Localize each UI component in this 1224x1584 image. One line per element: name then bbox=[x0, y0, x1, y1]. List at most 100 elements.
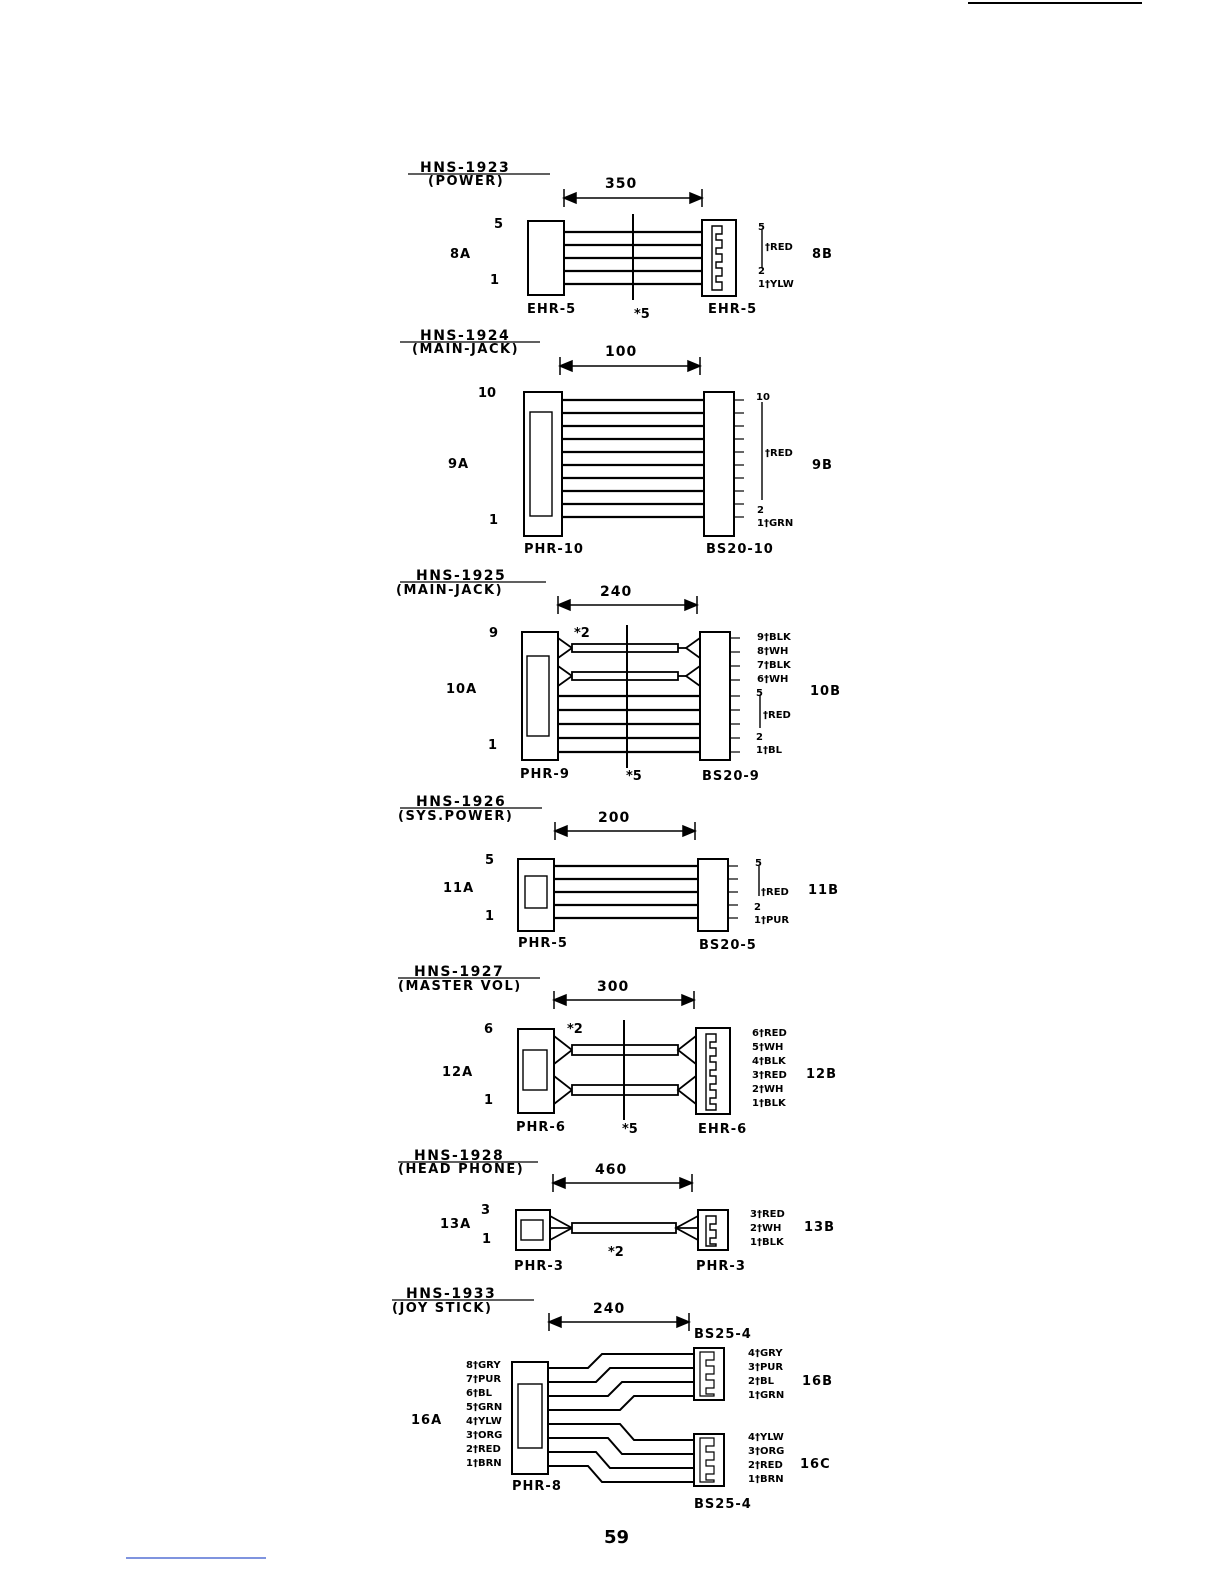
right-pin-label: 5†WH bbox=[752, 1042, 783, 1053]
harness-code: HNS-1927 bbox=[414, 964, 504, 980]
harness-code: HNS-1933 bbox=[406, 1286, 496, 1302]
harness-hns-1928: HNS-1928 (HEAD PHONE) 460 3 1 13A 3†RED … bbox=[398, 1148, 834, 1274]
harness-subtitle: (SYS.POWER) bbox=[398, 809, 513, 824]
right-connector-housing bbox=[695, 1027, 731, 1115]
right-pin-label: 4†GRY bbox=[748, 1348, 783, 1359]
harness-subtitle: (MAIN-JACK) bbox=[396, 583, 503, 598]
left-id: 16A bbox=[411, 1413, 442, 1428]
right-pin-label: 1†BL bbox=[756, 745, 783, 756]
harness-code: HNS-1928 bbox=[414, 1148, 504, 1164]
left-id: 13A bbox=[440, 1217, 471, 1232]
left-bottom-pin: 1 bbox=[490, 273, 499, 288]
length-label: 350 bbox=[605, 176, 637, 192]
right-connector-label: EHR-5 bbox=[708, 302, 757, 317]
left-pin-label: 3†ORG bbox=[466, 1430, 502, 1441]
right-connector-label: BS25-4 bbox=[694, 1327, 752, 1342]
dimension-arrow bbox=[552, 991, 696, 1009]
right-connector-label: BS20-5 bbox=[699, 938, 757, 953]
left-connector-label: PHR-10 bbox=[524, 542, 584, 557]
harness-hns-1923: HNS-1923 (POWER) 350 5 1 8A 5 †RED 2 1†Y… bbox=[408, 160, 833, 322]
right-connector-label: PHR-3 bbox=[696, 1259, 746, 1274]
left-connector-label: PHR-5 bbox=[518, 936, 568, 951]
right-connector-housing bbox=[697, 858, 729, 932]
left-connector-housing bbox=[517, 1028, 555, 1114]
left-top-pin: 10 bbox=[478, 386, 496, 401]
left-top-pin: 5 bbox=[485, 853, 494, 868]
length-label: 240 bbox=[593, 1301, 625, 1317]
left-pin-label: 1†BRN bbox=[466, 1458, 502, 1469]
right-pin-label: †RED bbox=[763, 710, 791, 721]
wires bbox=[558, 694, 700, 754]
right-pin-label: 2†WH bbox=[752, 1084, 783, 1095]
harness-hns-1927: HNS-1927 (MASTER VOL) 300 6 1 12A *2 6†R… bbox=[398, 964, 836, 1137]
right-pin-label: 1†GRN bbox=[748, 1390, 784, 1401]
right-pin-label: 3†RED bbox=[750, 1209, 785, 1220]
twisted-pairs bbox=[557, 637, 701, 687]
left-id: 9A bbox=[448, 457, 469, 472]
note-label: *2 bbox=[567, 1022, 583, 1037]
right-connector-label: EHR-6 bbox=[698, 1122, 747, 1137]
left-id: 8A bbox=[450, 247, 471, 262]
right-connector-housing bbox=[693, 1433, 725, 1487]
wires bbox=[548, 1353, 694, 1483]
left-bottom-pin: 1 bbox=[482, 1232, 491, 1247]
right-pin-label: †RED bbox=[765, 242, 793, 253]
right-pin-label: 7†BLK bbox=[757, 660, 792, 671]
right-pin-label: 2 bbox=[756, 732, 763, 743]
length-label: 300 bbox=[597, 979, 629, 995]
right-pin-label: 8†WH bbox=[757, 646, 788, 657]
left-bottom-pin: 1 bbox=[485, 909, 494, 924]
cable bbox=[549, 1215, 699, 1241]
right-pin-label: 5 bbox=[756, 688, 763, 699]
harness-hns-1926: HNS-1926 (SYS.POWER) 200 5 1 11A 5 †RED … bbox=[398, 794, 839, 953]
right-pin-label: 2†RED bbox=[748, 1460, 783, 1471]
right-id: 8B bbox=[812, 247, 833, 262]
right-pin-label: 1†BLK bbox=[750, 1237, 785, 1248]
right-pin-label: 4†YLW bbox=[748, 1432, 784, 1443]
right-pin-label: 1†BRN bbox=[748, 1474, 784, 1485]
right-pin-label: 5 bbox=[758, 222, 765, 233]
right-pin-label: 1†BLK bbox=[752, 1098, 787, 1109]
note-label: *5 bbox=[622, 1122, 638, 1137]
length-label: 240 bbox=[600, 584, 632, 600]
left-top-pin: 3 bbox=[481, 1203, 490, 1218]
left-connector-label: EHR-5 bbox=[527, 302, 576, 317]
dimension-arrow bbox=[558, 357, 702, 375]
right-pin-label: †RED bbox=[761, 887, 789, 898]
right-pin-label: 1†PUR bbox=[754, 915, 789, 926]
harness-subtitle: (MAIN-JACK) bbox=[412, 342, 519, 357]
right-pin-label: 2†WH bbox=[750, 1223, 781, 1234]
harness-hns-1933: HNS-1933 (JOY STICK) 240 BS25-4 8†GRY 7†… bbox=[392, 1286, 832, 1512]
right-id: 11B bbox=[808, 883, 839, 898]
note-label: *2 bbox=[608, 1245, 624, 1260]
left-bottom-pin: 1 bbox=[484, 1093, 493, 1108]
left-connector-label: PHR-9 bbox=[520, 767, 570, 782]
left-pin-label: 5†GRN bbox=[466, 1402, 502, 1413]
right-pin-label: 2 bbox=[758, 266, 765, 277]
harness-hns-1924: HNS-1924 (MAIN-JACK) 100 10 1 9A bbox=[400, 328, 832, 557]
harness-subtitle: (JOY STICK) bbox=[392, 1301, 492, 1316]
left-connector-label: PHR-8 bbox=[512, 1479, 562, 1494]
right-pin-label: 1†GRN bbox=[757, 518, 793, 529]
harness-code: HNS-1925 bbox=[416, 568, 506, 584]
harness-subtitle: (POWER) bbox=[428, 174, 504, 189]
left-pin-label: 4†YLW bbox=[466, 1416, 502, 1427]
left-top-pin: 5 bbox=[494, 217, 503, 232]
length-label: 200 bbox=[598, 810, 630, 826]
left-connector-label: PHR-6 bbox=[516, 1120, 566, 1135]
right-pin-label: 9†BLK bbox=[757, 632, 792, 643]
note-label: *5 bbox=[626, 769, 642, 784]
right-pin-label: 2†BL bbox=[748, 1376, 775, 1387]
length-label: 460 bbox=[595, 1162, 627, 1178]
note-label: *2 bbox=[574, 626, 590, 641]
harness-code: HNS-1923 bbox=[420, 160, 510, 176]
right-pin-label: 4†BLK bbox=[752, 1056, 787, 1067]
right-connector-label: BS20-10 bbox=[706, 542, 774, 557]
right-pin-label: 2 bbox=[757, 505, 764, 516]
right-id: 16C bbox=[800, 1457, 831, 1472]
left-top-pin: 9 bbox=[489, 626, 498, 641]
dimension-arrow bbox=[547, 1313, 691, 1331]
left-connector-housing bbox=[517, 858, 555, 932]
right-connector-housing bbox=[699, 631, 731, 761]
